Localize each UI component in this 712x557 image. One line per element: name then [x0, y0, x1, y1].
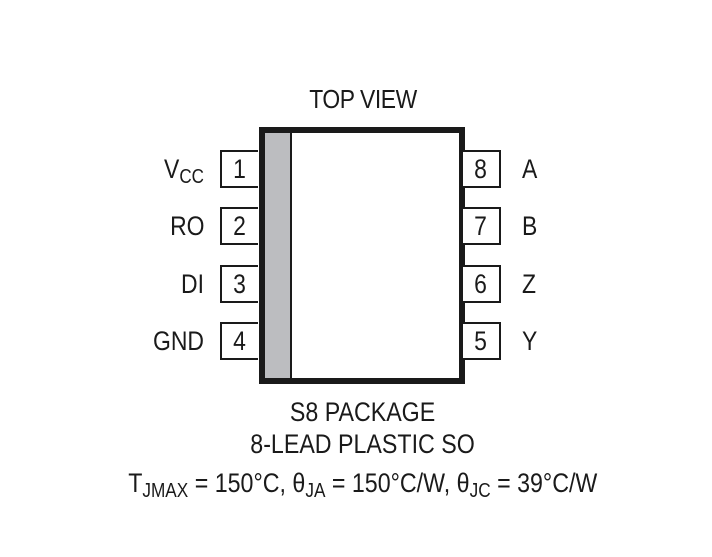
ic-package-body [259, 127, 465, 384]
thermal-specs: TJMAX = 150°C, θJA = 150°C/W, θJC = 39°C… [128, 468, 598, 502]
pin-number: 3 [233, 268, 247, 299]
pin-3: 3 [220, 265, 258, 303]
package-type: S8 PACKAGE [290, 397, 436, 427]
pin-label-gnd: GND [153, 326, 204, 356]
pin-7: 7 [463, 207, 501, 245]
pin-number: 4 [233, 325, 247, 356]
pin-number: 5 [474, 325, 488, 356]
pin-number: 8 [474, 153, 488, 184]
pin-4: 4 [220, 322, 258, 360]
pin-label-b: B [522, 211, 538, 241]
pin-number: 6 [474, 268, 488, 299]
pin-label-a: A [522, 154, 538, 184]
package-description: 8-LEAD PLASTIC SO [250, 429, 476, 459]
diagram-title: TOP VIEW [309, 84, 417, 114]
pin-label-vcc: VCC [164, 154, 204, 188]
pin-label-y: Y [522, 326, 538, 356]
pin-2: 2 [220, 207, 258, 245]
pin-label-z: Z [522, 269, 537, 299]
pin-number: 2 [233, 210, 247, 241]
pin1-indicator-stripe [265, 133, 292, 378]
pin-number: 1 [233, 153, 247, 184]
pin-6: 6 [463, 265, 501, 303]
pin-8: 8 [463, 150, 501, 188]
pin-label-ro: RO [169, 211, 204, 241]
pin-label-di: DI [181, 269, 204, 299]
pin-number: 7 [474, 210, 488, 241]
pin-5: 5 [463, 322, 501, 360]
pin-1: 1 [220, 150, 258, 188]
